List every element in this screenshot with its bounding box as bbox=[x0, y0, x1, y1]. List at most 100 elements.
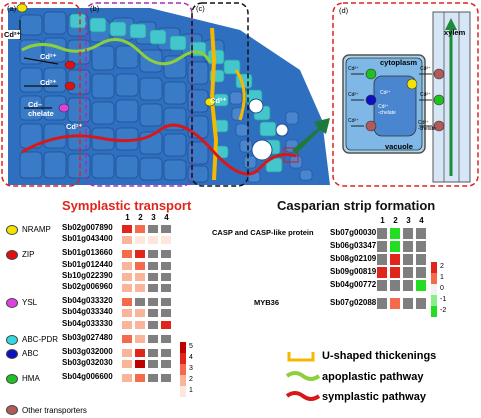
heatmap-cell bbox=[121, 260, 133, 271]
heatmap-cell bbox=[376, 227, 388, 240]
apoplastic-path bbox=[21, 38, 212, 66]
u-shaped-legend-icon bbox=[287, 352, 315, 362]
cell-ion-4: Cd²⁺ bbox=[380, 90, 391, 96]
scale-swatch bbox=[180, 353, 186, 364]
symplastic-family-label: ABC bbox=[22, 349, 39, 358]
gene-id: Sb03g032030 bbox=[62, 358, 113, 368]
panel-d-label: (d) bbox=[339, 6, 349, 15]
symplastic-column-header: 4 bbox=[164, 213, 169, 222]
u-shaped-legend-label: U-shaped thickenings bbox=[322, 350, 437, 362]
heatmap-cell bbox=[376, 279, 388, 292]
heatmap-cell bbox=[415, 253, 427, 266]
casparian-scale-swatch bbox=[431, 284, 437, 295]
gene-id: Sb01g043400 bbox=[62, 234, 113, 244]
cd-ion-label-c: Cd²⁺ bbox=[210, 96, 227, 105]
symplastic-legend-icon bbox=[285, 391, 321, 401]
heatmap-cell bbox=[134, 308, 146, 319]
heatmap-cell bbox=[160, 249, 172, 260]
heatmap-cell bbox=[376, 253, 388, 266]
heatmap-cell bbox=[160, 271, 172, 282]
heatmap-cell bbox=[160, 235, 172, 246]
apoplastic-legend-label: apoplastic pathway bbox=[322, 371, 424, 383]
heatmap-cell bbox=[134, 260, 146, 271]
heatmap-cell bbox=[134, 235, 146, 246]
heatmap-cell bbox=[402, 253, 414, 266]
scale-tick-label: 2 bbox=[189, 376, 193, 383]
apoplastic-legend-icon bbox=[285, 371, 321, 381]
cell-ion-6: Cd²⁺ bbox=[420, 92, 431, 98]
heatmap-cell bbox=[389, 297, 401, 310]
heatmap-cell bbox=[134, 297, 146, 308]
gene-id: Sb08g021090 bbox=[330, 254, 381, 263]
symplastic-column-header: 2 bbox=[138, 213, 143, 222]
casparian-scale-tick: 2 bbox=[440, 263, 444, 270]
casparian-scale-swatch bbox=[431, 295, 437, 306]
heatmap-cell bbox=[121, 297, 133, 308]
scale-swatch bbox=[180, 342, 186, 353]
heatmap-cell bbox=[389, 253, 401, 266]
panel-a-border bbox=[1, 2, 81, 187]
gene-id: Sb04g033330 bbox=[62, 318, 113, 328]
heatmap-cell bbox=[160, 333, 172, 344]
heatmap-cell bbox=[134, 373, 146, 384]
hma-legend-icon bbox=[6, 374, 18, 385]
cell-ion-1: Cd²⁺ bbox=[348, 66, 359, 72]
nramp-legend-icon bbox=[6, 225, 18, 235]
heatmap-cell bbox=[402, 240, 414, 253]
gene-id: Sb09g008190 bbox=[330, 267, 381, 276]
symplastic-column-header: 3 bbox=[151, 213, 156, 222]
gene-id: Sb07g020880 bbox=[330, 298, 381, 307]
symplastic-family-label: NRAMP bbox=[22, 225, 51, 234]
gene-id: Sb01g013660 bbox=[62, 248, 113, 258]
cd-chelate-label: Cd– chelate bbox=[28, 100, 54, 118]
gene-id: Sb02g007890 bbox=[62, 223, 113, 232]
panel-b-border bbox=[85, 2, 193, 187]
heatmap-cell bbox=[147, 373, 159, 384]
heatmap-cell bbox=[389, 227, 401, 240]
symplastic-column-header: 1 bbox=[125, 213, 130, 222]
casparian-column-header: 2 bbox=[393, 216, 398, 225]
heatmap-cell bbox=[134, 249, 146, 260]
heatmap-cell bbox=[389, 266, 401, 279]
panel-c-label: (c) bbox=[196, 4, 205, 13]
casparian-scale-swatch bbox=[431, 273, 437, 284]
heatmap-cell bbox=[121, 235, 133, 246]
casparian-scale-tick: 1 bbox=[440, 274, 444, 281]
scale-swatch bbox=[180, 375, 186, 386]
heatmap-cell bbox=[376, 240, 388, 253]
heatmap-cell bbox=[147, 235, 159, 246]
heatmap-cell bbox=[160, 283, 172, 293]
gene-id: Sb04g006600 bbox=[62, 372, 113, 382]
heatmap-cell bbox=[147, 283, 159, 293]
heatmap-cell bbox=[402, 279, 414, 292]
symplastic-family-label: ZIP bbox=[22, 250, 35, 260]
symplastic-path bbox=[21, 123, 297, 176]
heatmap-cell bbox=[415, 266, 427, 279]
scale-tick-label: 5 bbox=[189, 343, 193, 350]
heatmap-cell bbox=[147, 297, 159, 308]
ysl-legend-icon bbox=[6, 298, 18, 309]
heatmap-cell bbox=[121, 249, 133, 260]
gene-id: Sb04g033340 bbox=[62, 307, 113, 317]
heatmap-cell bbox=[160, 297, 172, 308]
heatmap-cell bbox=[415, 297, 427, 310]
cytoplasm-label: cytoplasm bbox=[380, 58, 418, 67]
heatmap-cell bbox=[134, 271, 146, 282]
zoom-arrow bbox=[292, 118, 330, 154]
heatmap-cell bbox=[147, 224, 159, 234]
casparian-title: Casparian strip formation bbox=[277, 198, 436, 213]
panel-c-border bbox=[191, 2, 249, 187]
cell-ion-3: Cd²⁺ bbox=[348, 118, 359, 124]
xylem-label: xylem bbox=[444, 28, 466, 37]
cell-ion-5: Cd²⁺ bbox=[420, 66, 431, 72]
panel-a-label: (a) bbox=[7, 4, 17, 13]
symplastic-title: Symplastic transport bbox=[62, 198, 192, 213]
heatmap-cell bbox=[402, 227, 414, 240]
gene-id: Sb03g032000 bbox=[62, 347, 113, 356]
casparian-scale-swatch bbox=[431, 262, 437, 273]
heatmap-cell bbox=[121, 224, 133, 234]
heatmap-cell bbox=[134, 333, 146, 344]
heatmap-cell bbox=[121, 283, 133, 293]
symplastic-legend-label: symplastic pathway bbox=[322, 391, 426, 403]
heatmap-cell bbox=[134, 224, 146, 234]
